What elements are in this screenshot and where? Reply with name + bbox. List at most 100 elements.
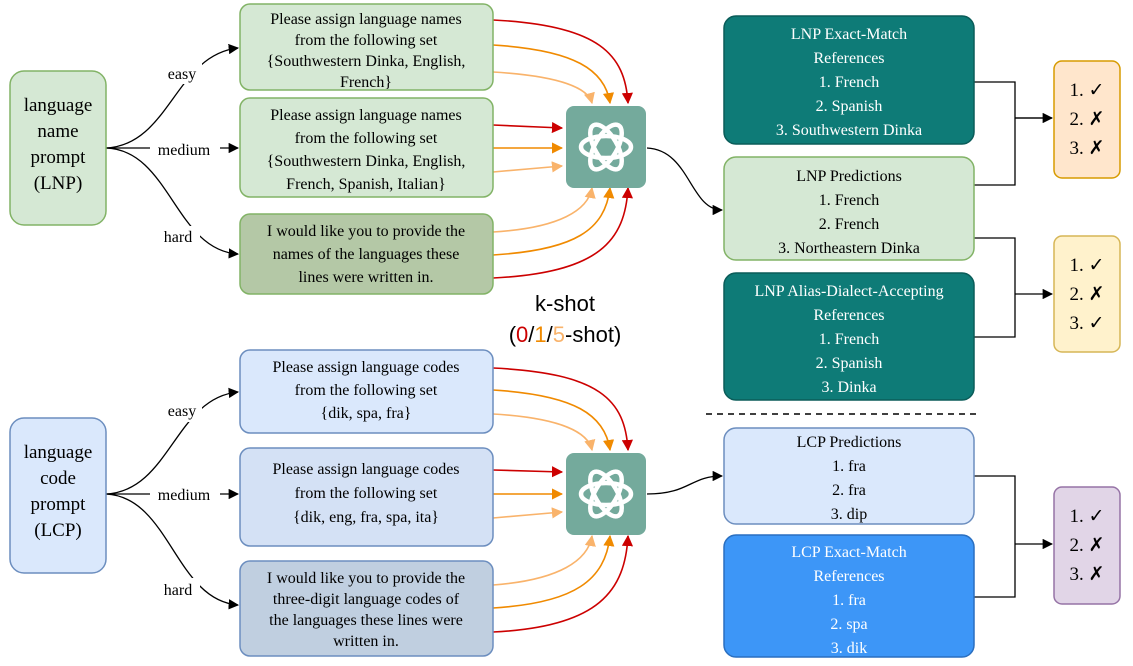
lnp-hard-prompt-text: I would like you to provide the names of …: [267, 223, 465, 286]
arrow-lcp-hard-0shot: [492, 534, 634, 633]
arrow-lcp-medium-5shot: [492, 507, 564, 519]
lnp-root-node: language name prompt (LNP): [9, 70, 107, 226]
arrow-lcp-medium-0shot: [492, 466, 564, 478]
text-line: prompt: [31, 494, 87, 515]
lcp-hard-prompt-box: I would like you to provide the three-dig…: [239, 560, 494, 657]
text-line: from the following set: [295, 32, 438, 49]
text-line: 3. dip: [831, 506, 867, 523]
result-lnp-exact: 1. ✓2. ✗3. ✗: [1053, 60, 1121, 179]
text-line: name: [37, 121, 78, 142]
arrow-lnp-medium-0shot: [492, 121, 564, 134]
text-line: 1. ✓: [1070, 255, 1105, 276]
text-line: Please assign language codes: [272, 461, 459, 478]
lnp-easy-prompt-box: Please assign language names from the fol…: [239, 3, 494, 91]
lnp-label-hard: hard: [164, 229, 192, 246]
connector-layer: [105, 19, 1054, 633]
text-line: 1. French: [819, 192, 879, 209]
text-line: 1. fra: [832, 592, 866, 609]
text-line: 1. ✓: [1070, 506, 1105, 527]
text-line: 3. Dinka: [821, 379, 876, 396]
arrow-lnp-easy-1shot: [492, 44, 615, 105]
lnp-branch-easy: [105, 43, 240, 149]
text-line: 3. ✗: [1070, 564, 1105, 585]
text-line: 3. Northeastern Dinka: [778, 240, 920, 257]
text-line: {Southwestern Dinka, English,: [267, 153, 466, 170]
text-line: References: [813, 307, 884, 324]
arrow-lcp-easy-5shot: [492, 413, 596, 452]
arrow-lnp-easy-5shot: [492, 71, 595, 105]
text-line: written in.: [333, 633, 399, 650]
kshot-suffix: -shot): [565, 322, 621, 347]
bracket-lnp-exact: [974, 81, 1052, 186]
kshot-zero: 0: [516, 322, 528, 347]
text-line: three-digit language codes of: [273, 591, 460, 608]
lcp-label-medium: medium: [158, 487, 211, 504]
text-line: (LNP): [34, 173, 83, 194]
kshot-open: (: [509, 322, 517, 347]
text-line: References: [813, 50, 884, 67]
text-line: 3. Southwestern Dinka: [776, 122, 922, 139]
text-line: Please assign language codes: [272, 359, 459, 376]
bracket-lnp-alias: [974, 237, 1016, 338]
text-line: language: [24, 442, 93, 463]
text-line: 2. ✗: [1070, 535, 1105, 556]
lcp-label-easy: easy: [168, 403, 196, 420]
text-line: I would like you to provide the: [267, 223, 465, 240]
gpt-icon-lnp: [566, 106, 646, 188]
kshot-legend: (0/1/5-shot): [509, 322, 622, 347]
kshot-title: k-shot: [535, 291, 595, 316]
arrow-lnp-hard-0shot: [492, 186, 634, 279]
lnp-predictions-text: LNP Predictions 1. French 2. French 3. Nort…: [778, 168, 920, 257]
text-line: LNP Alias-Dialect-Accepting: [754, 283, 943, 300]
lcp-hard-prompt-text: I would like you to provide the three-dig…: [267, 570, 465, 650]
result-lcp-exact-text: 1. ✓ 2. ✗ 3. ✗: [1070, 506, 1105, 585]
text-line: LNP Predictions: [796, 168, 902, 185]
lnp-branch-hard: [105, 147, 240, 259]
text-line: 2. Spanish: [816, 355, 883, 372]
arrow-lcp-easy-1shot: [492, 389, 615, 452]
text-line: lines were written in.: [298, 269, 433, 286]
text-line: LCP Predictions: [797, 434, 902, 451]
text-line: I would like you to provide the: [267, 570, 465, 587]
text-line: prompt: [31, 147, 87, 168]
lnp-label-medium: medium: [158, 142, 211, 159]
lnp-label-easy: easy: [168, 66, 196, 83]
arrow-lcp-hard-1shot: [492, 534, 615, 609]
text-line: 2. ✗: [1070, 109, 1105, 130]
text-line: Please assign language names: [270, 11, 462, 28]
text-line: 2. French: [819, 216, 879, 233]
text-line: code: [40, 468, 76, 489]
text-line: 2. spa: [830, 616, 867, 633]
lnp-hard-prompt-box: I would like you to provide the names of …: [239, 213, 494, 295]
gpt-icon-lcp: [566, 453, 646, 535]
arrow-lcp-easy-0shot: [492, 367, 633, 452]
text-line: Please assign language names: [270, 107, 462, 124]
lnp-predictions: LNP Predictions 1. French 2. French 3. Nort…: [723, 156, 975, 261]
text-line: names of the languages these: [273, 246, 460, 263]
bracket-lcp-exact: [974, 475, 1016, 598]
kshot-sep1: /: [528, 322, 535, 347]
text-line: language: [24, 95, 93, 116]
text-line: {dik, eng, fra, spa, ita}: [293, 509, 439, 526]
arrow-lnp-easy-0shot: [492, 19, 633, 105]
lcp-branch-easy: [105, 387, 240, 495]
result-lnp-alias-text: 1. ✓2. ✗3. ✓: [1070, 255, 1105, 334]
text-line: 1. French: [819, 74, 879, 91]
lnp-branch-labels: easy medium hard: [150, 62, 220, 248]
arrow-lcp-hard-5shot: [492, 534, 596, 586]
arrow-lnp-medium-5shot: [492, 161, 564, 173]
